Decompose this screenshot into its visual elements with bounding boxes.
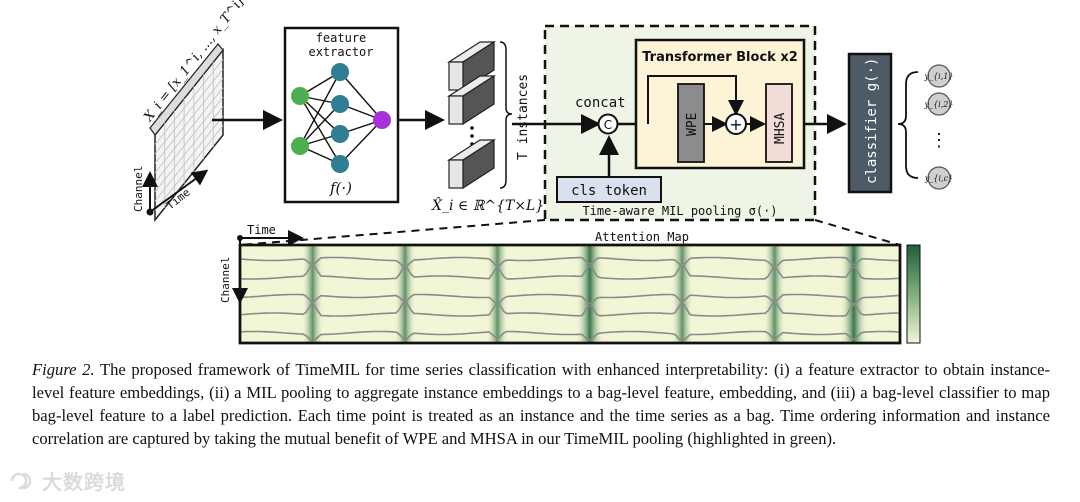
zoom-line-right	[814, 219, 901, 246]
attention-channel-line	[239, 298, 901, 317]
instances-bottom-label: X̂_i ∈ ℝ^{T×L}	[431, 196, 544, 214]
mhsa-box	[765, 83, 793, 163]
output-label-1: y_{i,1}	[924, 72, 954, 81]
output-label-c: y_{i,c}	[924, 174, 953, 183]
concat-label: concat	[575, 95, 626, 111]
time-axis-arrow	[149, 169, 209, 213]
figure-caption: Figure 2. The proposed framework of Time…	[32, 358, 1050, 450]
attention-stripe	[763, 245, 786, 343]
watermark-text: 大数跨境	[42, 470, 126, 494]
classifier-box	[847, 52, 893, 194]
cls-token-label: cls token	[571, 183, 647, 199]
attention-map-title: Attention Map	[595, 230, 689, 244]
attention-axes	[232, 230, 304, 304]
caption-text: The proposed framework of TimeMIL for ti…	[32, 360, 1050, 448]
extractor-title-line2: extractor	[308, 45, 373, 59]
raw-axes	[142, 169, 209, 216]
transformer-title: Transformer Block x2	[642, 50, 798, 65]
hidden-node	[331, 95, 349, 113]
output-circle	[927, 64, 951, 88]
attention-channel-line	[239, 293, 901, 306]
attention-axis-origin	[237, 235, 243, 241]
cls-token-box	[556, 176, 662, 203]
output-circle	[927, 92, 951, 116]
caption-figure-label: Figure 2.	[32, 360, 95, 379]
attention-stripe	[575, 245, 604, 343]
extractor-function-label: f(·)	[329, 179, 352, 197]
instance-cuboid	[446, 40, 497, 92]
mhsa-label: MHSA	[773, 113, 788, 144]
instances-side-label: T instances	[516, 74, 531, 160]
attention-stripe	[839, 245, 868, 343]
instance-stack	[446, 40, 513, 190]
instances-brace	[499, 41, 513, 189]
attention-axis-time-label: Time	[247, 223, 276, 237]
output-node	[373, 111, 391, 129]
series-brick-pattern	[154, 59, 224, 211]
attention-channel-line	[239, 256, 900, 270]
hidden-node	[331, 155, 349, 173]
classifier-label: classifier g(·)	[864, 58, 880, 184]
timemil-framework-diagram: X_i = [x_1^i, ..., x_T^i] Channel Time f…	[132, 0, 954, 345]
output-label-2: y_{i,2}	[924, 100, 954, 109]
attention-channel-line	[239, 330, 901, 343]
hidden-node	[331, 125, 349, 143]
attention-stripes	[301, 245, 868, 343]
raw-time-series	[149, 43, 224, 223]
attention-stripe	[394, 245, 416, 343]
attention-colorbar	[906, 244, 921, 344]
wpe-box	[677, 83, 705, 163]
axis-origin	[146, 208, 154, 216]
classifier-brace	[897, 71, 919, 179]
concat-symbol: C	[604, 118, 612, 132]
instance-cuboid	[446, 138, 497, 190]
attention-axis-channel-label: Channel	[219, 257, 232, 303]
input-node	[291, 137, 309, 155]
attention-stripe	[301, 245, 324, 343]
extractor-title-line1: feature	[316, 31, 367, 45]
instance-cuboid	[446, 74, 497, 126]
output-ellipsis: ⋮	[930, 130, 948, 151]
hidden-node	[331, 63, 349, 81]
watermark-logo-icon	[10, 472, 32, 489]
watermark: 大数跨境	[8, 466, 126, 495]
raw-axis-channel-label: Channel	[132, 166, 145, 212]
output-circle	[927, 166, 951, 190]
series-panel-top	[149, 43, 224, 136]
zoom-line-left	[239, 219, 546, 246]
attention-series-lines	[239, 256, 901, 343]
attention-stripe	[486, 245, 509, 343]
concat-node	[597, 113, 619, 135]
residual-connection	[647, 75, 744, 124]
add-symbol: +	[729, 115, 742, 134]
wpe-label: WPE	[685, 113, 700, 136]
neural-network-graph	[291, 63, 391, 173]
pooling-caption: Time-aware MIL pooling σ(·)	[582, 204, 777, 218]
attention-stripe	[671, 245, 694, 343]
attention-channel-line	[239, 262, 901, 280]
input-node	[291, 87, 309, 105]
